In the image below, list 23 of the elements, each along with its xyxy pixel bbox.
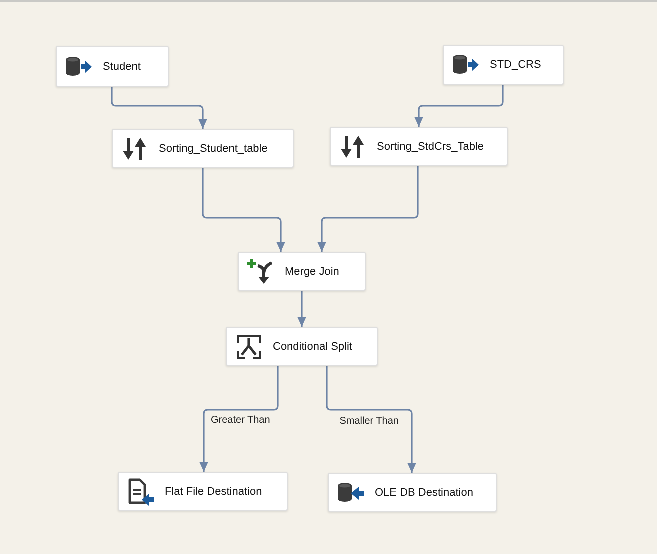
component-label: Sorting_Student_table: [159, 142, 268, 156]
component-label: STD_CRS: [490, 58, 542, 72]
component-box: [112, 129, 294, 168]
component-label: OLE DB Destination: [375, 486, 474, 500]
connector-arrow: [318, 166, 419, 252]
connector-arrow: [111, 87, 208, 129]
connector-arrow: [200, 366, 279, 472]
component-box: [238, 252, 366, 291]
component-label: Conditional Split: [273, 340, 352, 354]
component-box: [226, 327, 378, 366]
component-label: Student: [103, 60, 141, 74]
component-label: Sorting_StdCrs_Table: [377, 140, 484, 154]
connector-arrow: [298, 291, 306, 327]
connector-arrow: [202, 168, 286, 252]
connector-arrow: [414, 85, 504, 127]
connector-arrow: [326, 366, 416, 473]
component-label: Flat File Destination: [165, 484, 262, 498]
component-box: [56, 46, 169, 87]
component-box: [328, 473, 497, 512]
component-box: [330, 127, 508, 166]
component-box: [443, 45, 564, 85]
component-box: [118, 472, 288, 511]
component-label: Merge Join: [285, 264, 340, 278]
